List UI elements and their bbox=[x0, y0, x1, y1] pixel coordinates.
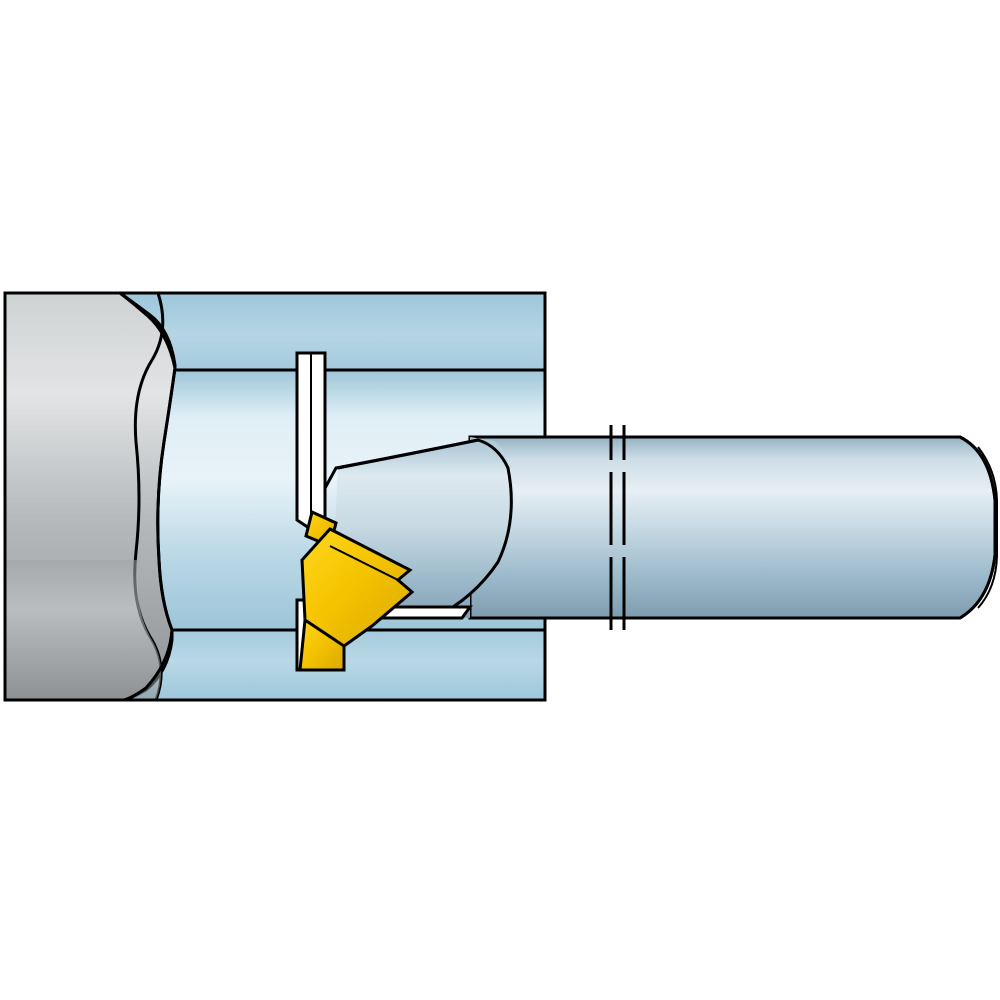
insert-facet-line bbox=[329, 545, 399, 581]
workpiece-outer-edges bbox=[3, 291, 547, 702]
insert-body bbox=[300, 527, 415, 648]
insert-seat-flank bbox=[310, 438, 479, 513]
insert-leg bbox=[298, 617, 346, 672]
break-symbol bbox=[609, 425, 626, 630]
boring-bar bbox=[310, 435, 998, 620]
break-outline-repeat bbox=[5, 291, 177, 702]
bar-right-end bbox=[959, 435, 997, 620]
bar-shank bbox=[468, 435, 997, 620]
bar-right-endface bbox=[977, 446, 998, 609]
triangular-insert bbox=[298, 509, 415, 672]
break-shading-lower bbox=[5, 560, 162, 700]
